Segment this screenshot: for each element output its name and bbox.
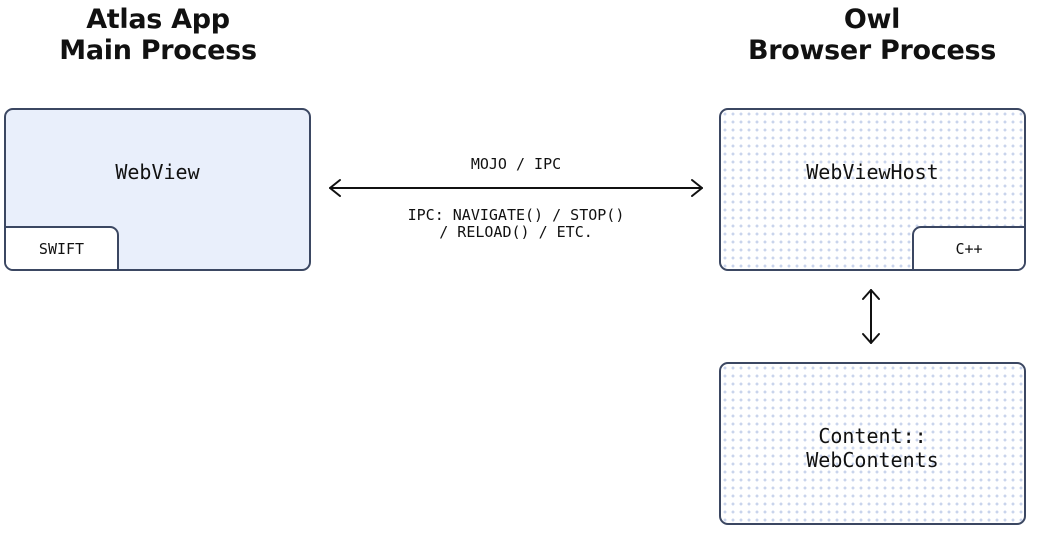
webview-box: WebView SWIFT xyxy=(4,108,311,271)
owl-heading: Owl Browser Process xyxy=(715,4,1029,66)
owl-heading-line1: Owl xyxy=(843,4,901,35)
vertical-double-arrow-icon xyxy=(862,289,880,344)
atlas-app-heading: Atlas App Main Process xyxy=(0,4,316,66)
atlas-app-heading-line1: Atlas App xyxy=(86,4,230,35)
ipc-methods-line2: / RELOAD() / ETC. xyxy=(439,223,593,241)
swift-tag: SWIFT xyxy=(6,226,119,269)
owl-heading-line2: Browser Process xyxy=(747,35,997,66)
web-contents-box-title: Content:: WebContents xyxy=(721,424,1024,472)
webview-host-box: WebViewHost C++ xyxy=(719,108,1026,271)
web-contents-title-line2: WebContents xyxy=(806,448,939,472)
web-contents-title-line1: Content:: xyxy=(818,424,927,448)
ipc-methods-line1: IPC: NAVIGATE() / STOP() xyxy=(407,206,625,224)
web-contents-box: Content:: WebContents xyxy=(719,362,1026,525)
cpp-tag: C++ xyxy=(912,226,1024,269)
ipc-methods-label: IPC: NAVIGATE() / STOP() / RELOAD() / ET… xyxy=(330,207,702,241)
horizontal-double-arrow-icon xyxy=(329,179,703,197)
webview-host-box-title: WebViewHost xyxy=(806,160,939,184)
mojo-ipc-label: MOJO / IPC xyxy=(470,155,562,173)
webview-box-title: WebView xyxy=(115,160,200,184)
atlas-app-heading-line2: Main Process xyxy=(59,35,257,66)
